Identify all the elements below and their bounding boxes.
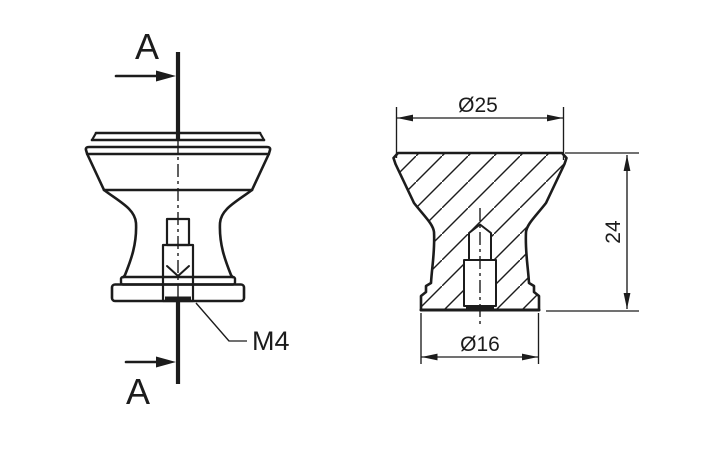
- section-arrow-bottom: [124, 356, 176, 368]
- dim-top-diameter-label: Ø25: [458, 94, 498, 117]
- section-label-top: A: [135, 26, 159, 67]
- front-view: A A M4: [84, 26, 290, 412]
- thread-opening-fill: [165, 296, 191, 302]
- hatch-fill: [393, 153, 567, 310]
- m4-label: M4: [252, 326, 290, 356]
- dim-height: 24: [546, 152, 639, 312]
- thread-stud: [161, 217, 195, 303]
- section-arrow-top: [114, 70, 176, 82]
- section-label-bottom: A: [126, 371, 150, 412]
- section-view: Ø25 24 Ø16: [392, 94, 639, 364]
- dim-base-diameter-label: Ø16: [460, 333, 500, 356]
- dim-height-label: 24: [602, 220, 625, 244]
- dim-top-diameter: Ø25: [395, 94, 565, 160]
- knob-waist-outline: [102, 188, 254, 279]
- dim-base-diameter: Ø16: [420, 313, 540, 364]
- m4-leader-line: [195, 302, 247, 342]
- knob-cap-outline: [84, 131, 272, 192]
